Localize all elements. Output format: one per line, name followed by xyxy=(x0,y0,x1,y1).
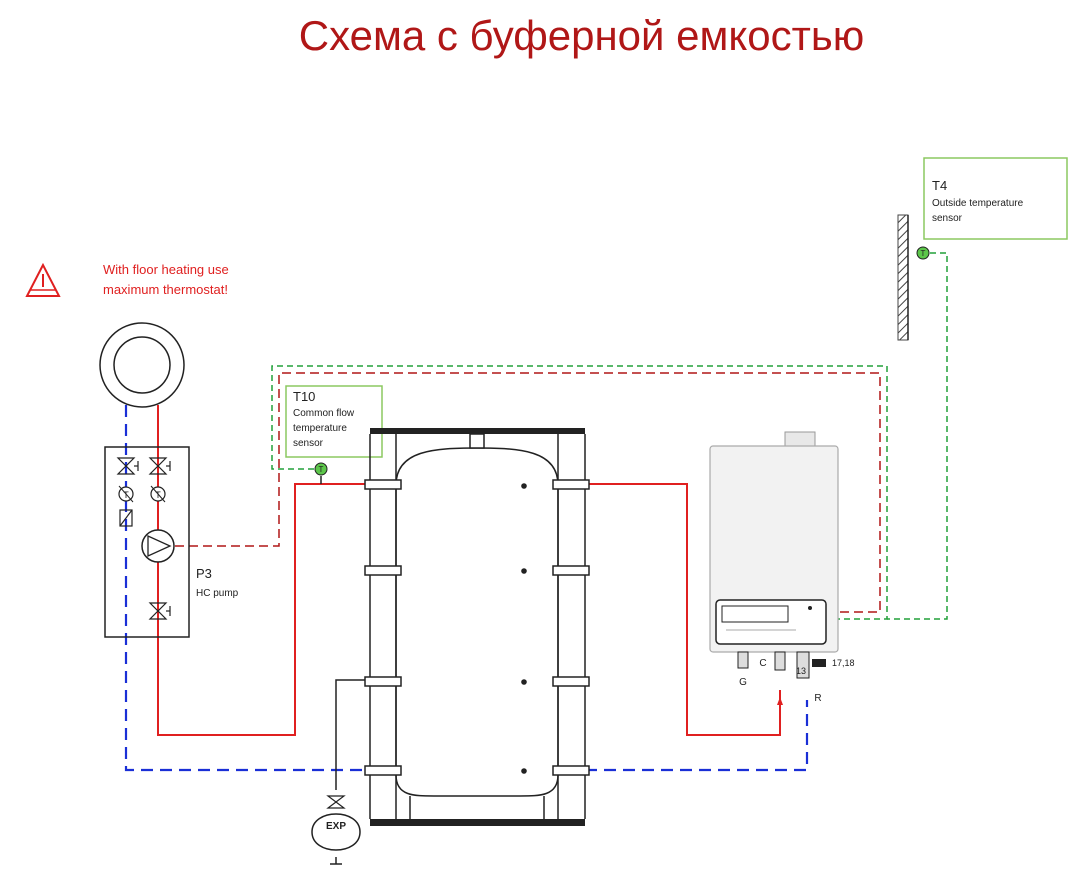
tank-port xyxy=(364,676,402,687)
t10-line2: temperature xyxy=(293,423,347,434)
outside-temperature-sensor-icon: T xyxy=(916,246,930,260)
valve-icon xyxy=(116,457,139,475)
t4-code: T4 xyxy=(932,178,947,193)
svg-text:T: T xyxy=(319,465,324,474)
port-g-label: G xyxy=(739,677,747,688)
pump-code: P3 xyxy=(196,566,212,581)
tank-port xyxy=(552,565,590,576)
warning-text-line2: maximum thermostat! xyxy=(103,282,228,297)
pump-group-box xyxy=(104,446,190,638)
outside-wall xyxy=(897,214,909,341)
t4-line1: Outside temperature xyxy=(932,198,1024,209)
tank-port xyxy=(364,479,402,490)
port-r-label: R xyxy=(814,693,821,704)
valve-icon xyxy=(148,457,171,475)
port-17-18-label: 17,18 xyxy=(832,658,855,668)
expansion-vessel xyxy=(311,795,361,865)
buffer-tank xyxy=(364,428,590,826)
thermometer-icon: T xyxy=(150,485,166,503)
tank-port xyxy=(364,765,402,776)
exp-label: EXP xyxy=(326,821,346,832)
exp-connection-pipe xyxy=(335,679,370,790)
temperature-sensor-icon: T xyxy=(314,462,328,476)
svg-text:T: T xyxy=(921,249,926,258)
return-pipes xyxy=(124,405,809,772)
flow-pipes xyxy=(157,405,781,736)
tank-port xyxy=(552,765,590,776)
page-title: Схема с буферной емкостью xyxy=(298,12,865,59)
heating-circuit-ring xyxy=(99,322,185,408)
t10-label-box xyxy=(285,385,383,458)
t4-line2: sensor xyxy=(932,213,963,224)
tank-port xyxy=(364,565,402,576)
hc-pump-icon xyxy=(141,529,175,563)
tank-port xyxy=(552,479,590,490)
t4-label-box xyxy=(923,157,1068,240)
t10-line3: sensor xyxy=(293,438,324,449)
check-valve-icon xyxy=(119,509,133,527)
t10-line1: Common flow xyxy=(293,408,355,419)
thermometer-icon: T xyxy=(118,485,134,503)
warning-text-line1: With floor heating use xyxy=(103,262,229,277)
boiler xyxy=(709,431,839,705)
valve-icon xyxy=(148,602,171,620)
port-c-label: C xyxy=(759,658,766,669)
tank-port xyxy=(552,676,590,687)
warning-icon xyxy=(25,262,61,297)
pump-name: HC pump xyxy=(196,588,239,599)
t10-code: T10 xyxy=(293,389,315,404)
pump-control-line xyxy=(175,372,881,613)
port-13-label: 13 xyxy=(796,666,806,676)
sensor-lines xyxy=(271,252,948,620)
